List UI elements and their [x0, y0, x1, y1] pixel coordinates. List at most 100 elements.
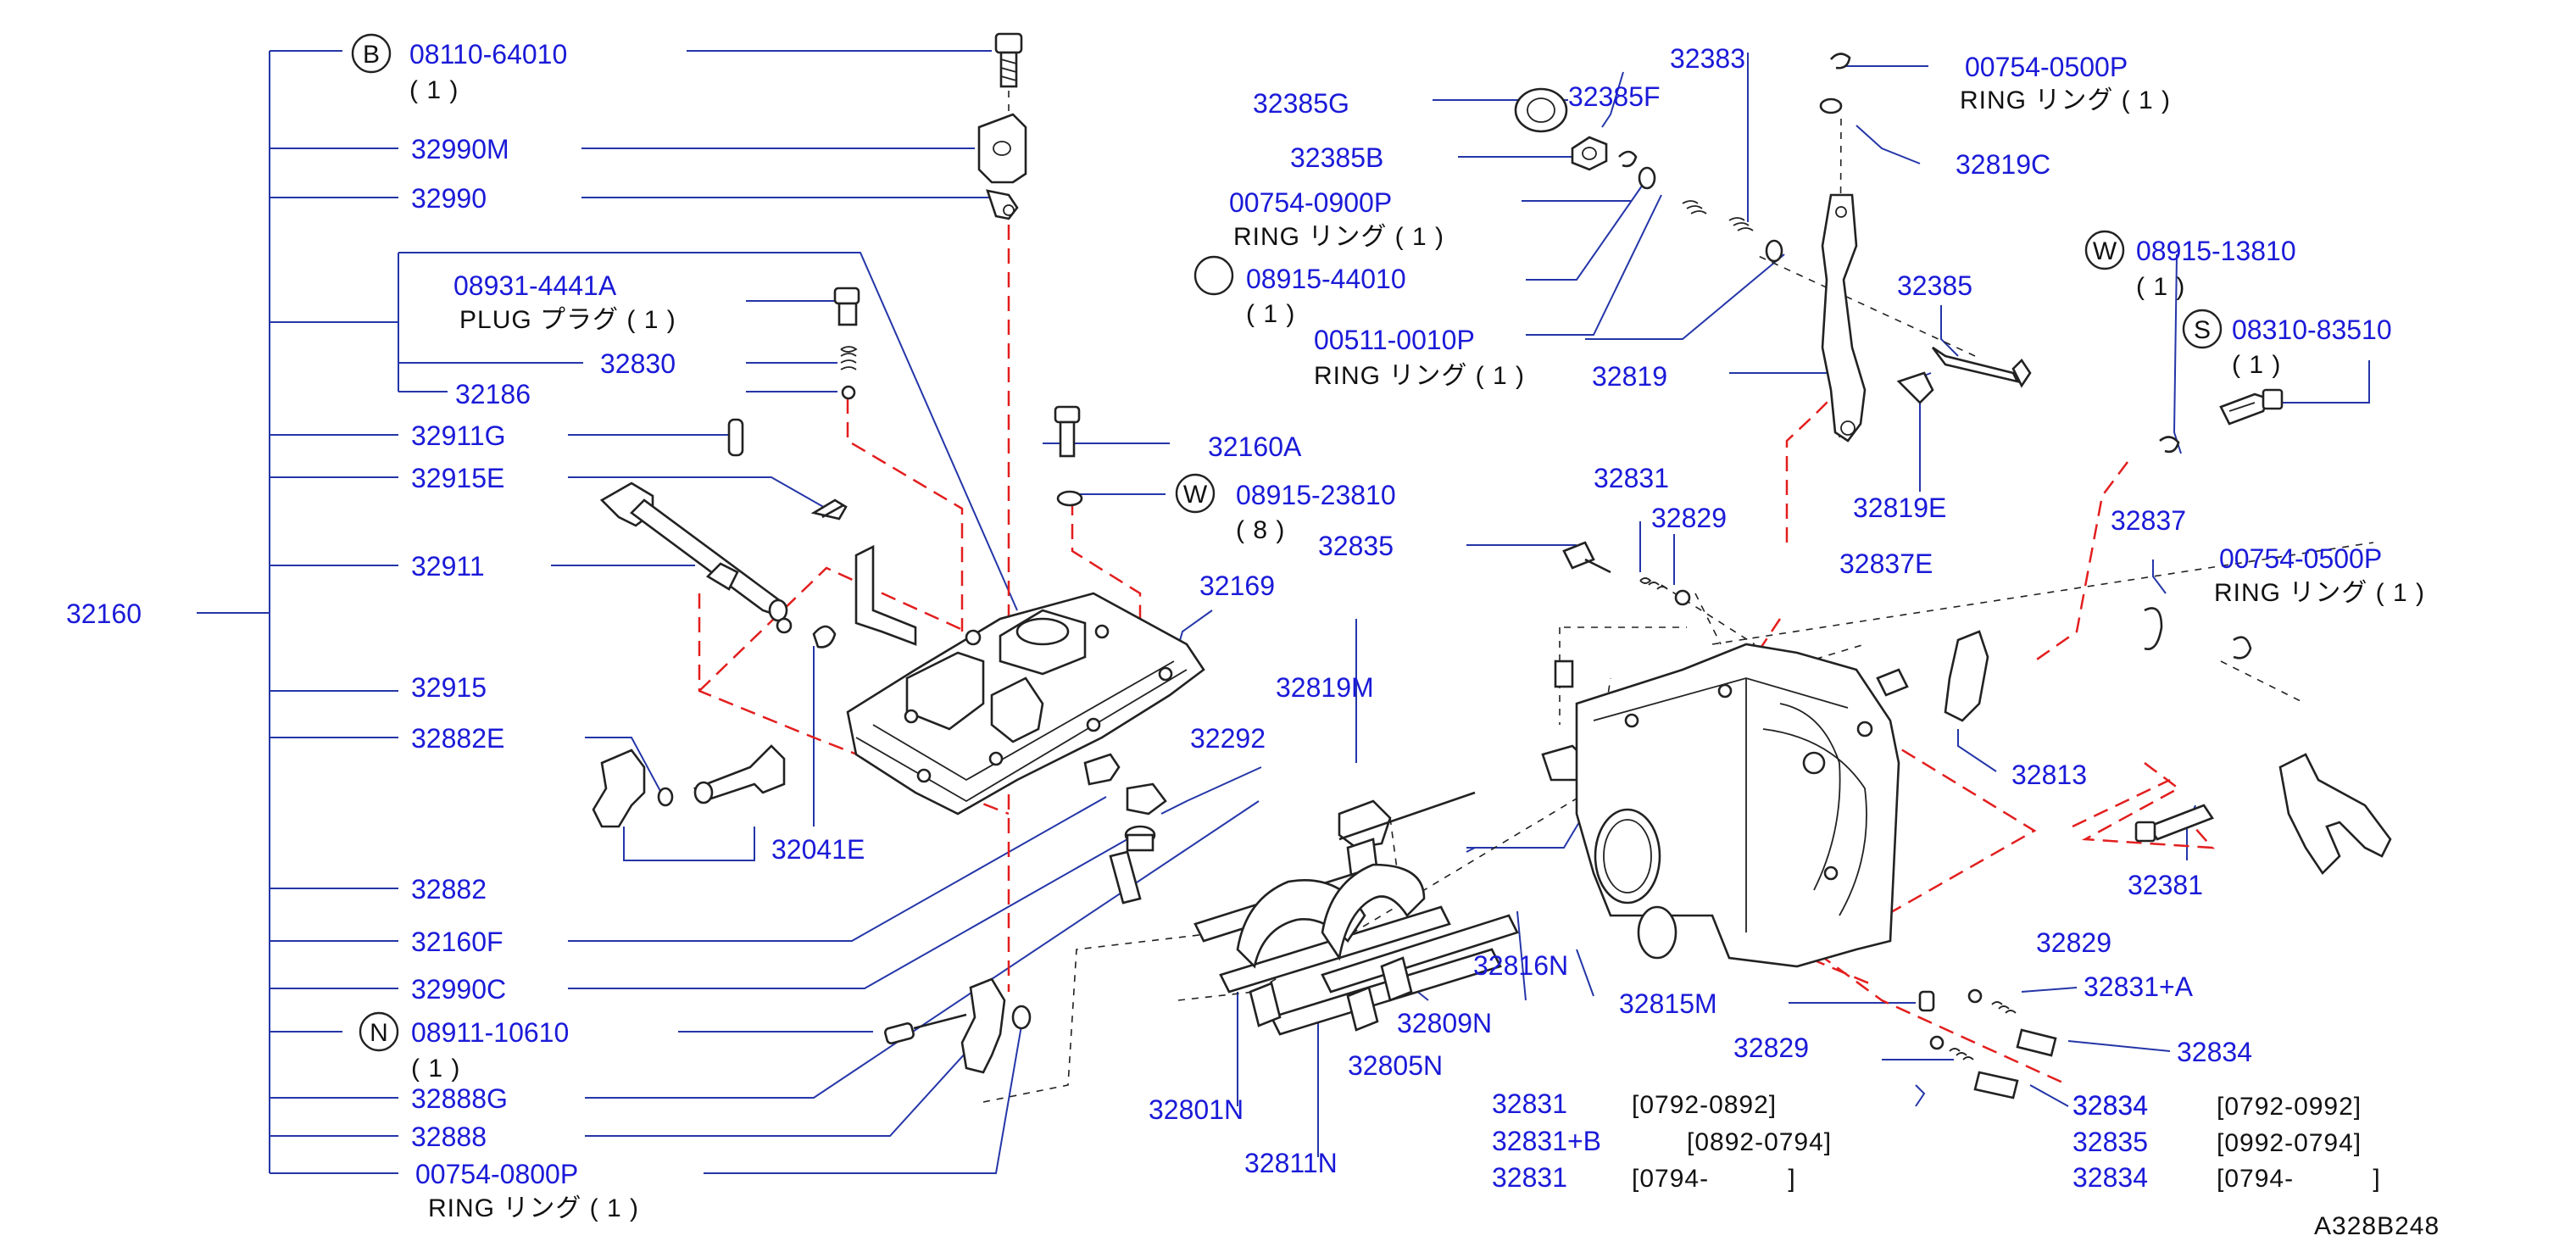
date-table-part[interactable]: 32831+B	[1492, 1126, 1601, 1156]
part-label-00754-0900P[interactable]: 00754-0900P	[1229, 187, 1392, 218]
date-table-part[interactable]: 32834	[2072, 1090, 2148, 1121]
badge-n-icon	[359, 1011, 399, 1052]
badge-s-letter: S	[2194, 316, 2211, 344]
part-label-32816N[interactable]: 32816N	[1473, 950, 1568, 981]
part-label-32819[interactable]: 32819	[1592, 361, 1667, 392]
date-table-part[interactable]: 32835	[2072, 1127, 2148, 1157]
part-label-32815M[interactable]: 32815M	[1619, 988, 1717, 1019]
shift-rod-drawing	[599, 481, 788, 622]
part-qty: ( 1 )	[2232, 351, 2281, 379]
part-label-32882[interactable]: 32882	[411, 874, 487, 905]
part-label-32381[interactable]: 32381	[2128, 870, 2203, 900]
date-table-range: [0992-0794]	[2217, 1129, 2362, 1157]
part-note: RING リング ( 1 )	[1314, 362, 1525, 390]
left-bracket	[197, 50, 583, 1174]
part-note: RING リング ( 1 )	[1960, 86, 2171, 114]
part-note: RING リング ( 1 )	[2214, 579, 2425, 607]
part-label-32911G[interactable]: 32911G	[411, 420, 506, 451]
bolt-drawing	[994, 32, 1023, 88]
part-label-32837E[interactable]: 32837E	[1839, 548, 1933, 579]
part-label-32831[interactable]: 32831	[1594, 463, 1669, 493]
part-label-32186[interactable]: 32186	[455, 379, 531, 409]
date-table-part[interactable]: 32831	[1492, 1088, 1567, 1119]
part-label-32834[interactable]: 32834	[2072, 1090, 2148, 1121]
part-label-32169[interactable]: 32169	[1199, 571, 1275, 601]
part-label-32829[interactable]: 32829	[1651, 503, 1727, 533]
part-qty: ( 8 )	[1236, 516, 1285, 544]
part-label-00754-0500P[interactable]: 00754-0500P	[1965, 52, 2128, 82]
date-table-range: [0792-0892]	[1632, 1091, 1777, 1119]
part-label-32801N[interactable]: 32801N	[1149, 1094, 1243, 1125]
part-labels: 32160 08110-64010 ( 1 ) 32990M 32990 089…	[66, 39, 2425, 1222]
date-table-range: [0794- ]	[1632, 1165, 1796, 1193]
shift-forks-drawing	[1193, 863, 1519, 1036]
part-label-08915-13810[interactable]: 08915-13810	[2136, 236, 2296, 266]
part-label-32990M[interactable]: 32990M	[411, 134, 509, 164]
part-note: PLUG プラグ ( 1 )	[459, 306, 676, 334]
shift-lever-drawing	[1821, 193, 1867, 443]
date-table-range: [0794- ]	[2217, 1165, 2381, 1193]
part-label-32882E[interactable]: 32882E	[411, 723, 504, 754]
part-label-32829[interactable]: 32829	[2036, 927, 2111, 958]
part-qty: ( 1 )	[411, 1055, 460, 1083]
badge-s-icon	[2182, 309, 2223, 349]
leader-lines	[398, 50, 2370, 1174]
date-table-range: [0892-0794]	[1687, 1128, 1832, 1156]
part-label-32915[interactable]: 32915	[411, 672, 487, 703]
part-label-00754-0500P[interactable]: 00754-0500P	[2219, 543, 2382, 574]
part-label-08915-23810[interactable]: 08915-23810	[1236, 480, 1396, 510]
part-label-32834[interactable]: 32834	[2177, 1037, 2252, 1067]
badge-w-icon	[1175, 473, 1216, 514]
part-label-32292[interactable]: 32292	[1190, 723, 1266, 754]
part-label-32385[interactable]: 32385	[1897, 270, 1972, 301]
part-label-08911-10610[interactable]: 08911-10610	[411, 1017, 569, 1048]
part-label-08310-83510[interactable]: 08310-83510	[2232, 314, 2392, 345]
date-table-range: [0792-0992]	[2217, 1093, 2362, 1121]
part-label-32041E[interactable]: 32041E	[771, 834, 865, 865]
badge-w-letter: W	[2093, 237, 2117, 265]
part-label-32805N[interactable]: 32805N	[1348, 1050, 1443, 1081]
part-label-32911[interactable]: 32911	[411, 551, 485, 582]
part-label-32813[interactable]: 32813	[2011, 760, 2087, 790]
badge-w-icon	[1193, 255, 1234, 296]
part-drawings	[592, 32, 2392, 1099]
part-label-32819E[interactable]: 32819E	[1853, 493, 1946, 523]
part-label-32160A[interactable]: 32160A	[1208, 431, 1302, 462]
part-label-08931-4441A[interactable]: 08931-4441A	[453, 270, 617, 301]
part-qty: ( 1 )	[2136, 273, 2185, 301]
date-range-table: 32831 [0792-0892] 32831+B [0892-0794] 32…	[1492, 1088, 2381, 1193]
part-label-00754-0800P[interactable]: 00754-0800P	[415, 1159, 578, 1189]
diagram-reference-code: A328B248	[2314, 1212, 2440, 1240]
part-label-32888[interactable]: 32888	[411, 1122, 487, 1152]
part-label-32385B[interactable]: 32385B	[1290, 142, 1383, 173]
part-label-32385G[interactable]: 32385G	[1253, 88, 1349, 119]
part-label-08915-44010[interactable]: 08915-44010	[1246, 264, 1406, 294]
part-label-32160F[interactable]: 32160F	[411, 927, 504, 957]
part-label-32811N[interactable]: 32811N	[1244, 1148, 1338, 1178]
date-table-part[interactable]: 32834	[2072, 1162, 2148, 1193]
part-label-08110-64010[interactable]: 08110-64010	[409, 39, 567, 70]
part-label-32990[interactable]: 32990	[411, 183, 487, 214]
part-label-32385F[interactable]: 32385F	[1568, 81, 1661, 112]
part-label-00511-0010P[interactable]: 00511-0010P	[1314, 325, 1475, 355]
part-label-32809N[interactable]: 32809N	[1397, 1008, 1492, 1038]
part-label-32829[interactable]: 32829	[1733, 1033, 1809, 1063]
part-label-32837[interactable]: 32837	[2111, 505, 2186, 536]
part-note: RING リング ( 1 )	[1233, 223, 1444, 251]
part-label-32830[interactable]: 32830	[600, 348, 676, 379]
badge-b-letter: B	[363, 41, 380, 69]
part-label-32915E[interactable]: 32915E	[411, 463, 504, 493]
part-label-32990C[interactable]: 32990C	[411, 974, 506, 1005]
transmission-case-drawing	[1575, 643, 1900, 968]
part-label-32819M[interactable]: 32819M	[1276, 672, 1374, 703]
part-label-32819C[interactable]: 32819C	[1956, 149, 2050, 180]
date-table-part[interactable]: 32831	[1492, 1162, 1567, 1193]
cover-plate-drawing	[846, 592, 1205, 815]
part-label-32888G[interactable]: 32888G	[411, 1083, 508, 1114]
main-part-label[interactable]: 32160	[66, 598, 142, 629]
part-label-32835[interactable]: 32835	[1318, 531, 1394, 561]
part-label-32831+A[interactable]: 32831+A	[2084, 971, 2194, 1002]
badges: B N W W S	[351, 33, 2223, 1052]
part-label-32383[interactable]: 32383	[1670, 43, 1745, 74]
